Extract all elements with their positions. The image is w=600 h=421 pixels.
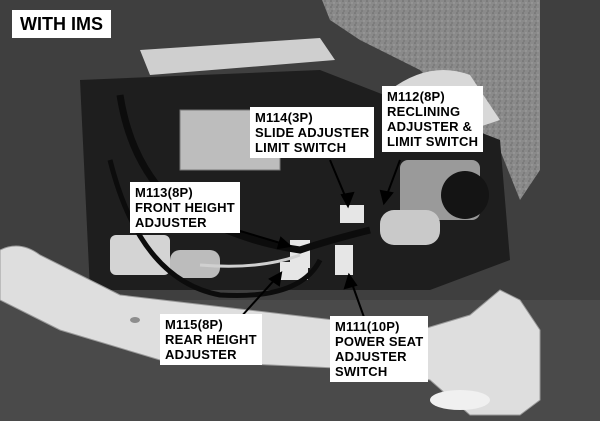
leader-m115 <box>239 275 279 319</box>
seat-back-cushion <box>322 0 540 200</box>
callout-m115-line: ADJUSTER <box>165 347 237 362</box>
callout-m112-line: RECLINING <box>387 104 461 119</box>
callout-m114: M114(3P) SLIDE ADJUSTER LIMIT SWITCH <box>250 107 375 158</box>
callout-m113-line: M113(8P) <box>135 185 193 200</box>
connector-m115 <box>280 262 308 280</box>
callout-m111-line: M111(10P) <box>335 319 400 334</box>
arrowhead-m115 <box>268 271 283 287</box>
front-motor <box>110 235 170 275</box>
callout-m114-line: LIMIT SWITCH <box>255 140 347 155</box>
callout-m114-line: SLIDE ADJUSTER <box>255 125 370 140</box>
page-title: WITH IMS <box>12 10 111 38</box>
arrowhead-m113 <box>276 236 293 250</box>
trim-end-cap <box>430 390 490 410</box>
arrowhead-m111 <box>343 272 358 290</box>
callout-m111: M111(10P) POWER SEAT ADJUSTER SWITCH <box>330 316 429 382</box>
trim-screw-hole <box>130 317 140 323</box>
connector-m114 <box>340 205 364 223</box>
callout-m111-line: SWITCH <box>335 364 388 379</box>
callout-m115-line: M115(8P) <box>165 317 223 332</box>
callout-m115: M115(8P) REAR HEIGHT ADJUSTER <box>160 314 262 365</box>
recline-motor-gear <box>441 171 489 219</box>
callout-m112-line: LIMIT SWITCH <box>387 134 479 149</box>
callout-m113-line: ADJUSTER <box>135 215 207 230</box>
callout-m111-line: POWER SEAT <box>335 334 424 349</box>
wire-harness-light <box>199 253 301 268</box>
callout-m111-line: ADJUSTER <box>335 349 407 364</box>
connector-m111 <box>335 245 353 275</box>
callout-m113: M113(8P) FRONT HEIGHT ADJUSTER <box>130 182 240 233</box>
motor-body <box>380 210 440 245</box>
callout-m112: M112(8P) RECLINING ADJUSTER & LIMIT SWIT… <box>382 86 484 152</box>
arrowhead-m112 <box>379 189 394 206</box>
arrowhead-m114 <box>340 191 355 209</box>
callout-m115-line: REAR HEIGHT <box>165 332 257 347</box>
seat-frame-rail <box>140 38 335 75</box>
leader-lines <box>219 159 401 321</box>
callout-m114-line: M114(3P) <box>255 110 313 125</box>
callout-m112-line: M112(8P) <box>387 89 445 104</box>
front-motor-body <box>170 250 220 278</box>
callout-m113-line: FRONT HEIGHT <box>135 200 235 215</box>
callout-m112-line: ADJUSTER & <box>387 119 473 134</box>
